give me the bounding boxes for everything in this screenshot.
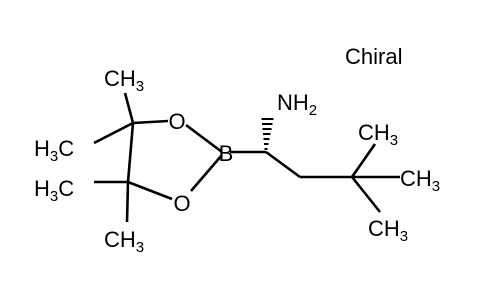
bond-calpha-ch2 <box>265 150 301 179</box>
boron-label: B <box>219 141 234 166</box>
methyl-lower-left-label: H3C <box>34 176 74 205</box>
bond-calpha-n-hashed-wedge <box>261 118 274 150</box>
methyl-tbu-top-label: CH3 <box>358 120 398 149</box>
bond-b-o-top <box>185 123 223 154</box>
bond-o-top-c1 <box>132 119 169 125</box>
nh2-label: NH2 <box>277 90 317 119</box>
bond-b-o-bottom <box>190 154 223 192</box>
chiral-label: Chiral <box>345 44 402 69</box>
methyl-tbu-bottom-label: CH3 <box>368 216 408 245</box>
bond-o-bottom-c2 <box>127 180 173 201</box>
methyl-bottom-label: CH3 <box>104 227 144 256</box>
methyl-tbu-right-label: CH3 <box>400 166 440 195</box>
methyl-upper-left-label: H3C <box>34 136 74 165</box>
bond-cq-methyl-top <box>350 143 377 178</box>
bond-cq-methyl-bottom <box>350 176 382 213</box>
oxygen-top-label: O <box>168 109 185 134</box>
methyl-top-label: CH3 <box>104 66 144 95</box>
bond-c1-methyl-top <box>123 92 135 124</box>
oxygen-bottom-label: O <box>173 191 190 216</box>
bond-c1-c2 <box>126 122 135 183</box>
bond-c1-methyl-left <box>93 121 134 145</box>
bonds <box>93 92 400 223</box>
bond-c2-methyl-bottom <box>125 181 130 223</box>
